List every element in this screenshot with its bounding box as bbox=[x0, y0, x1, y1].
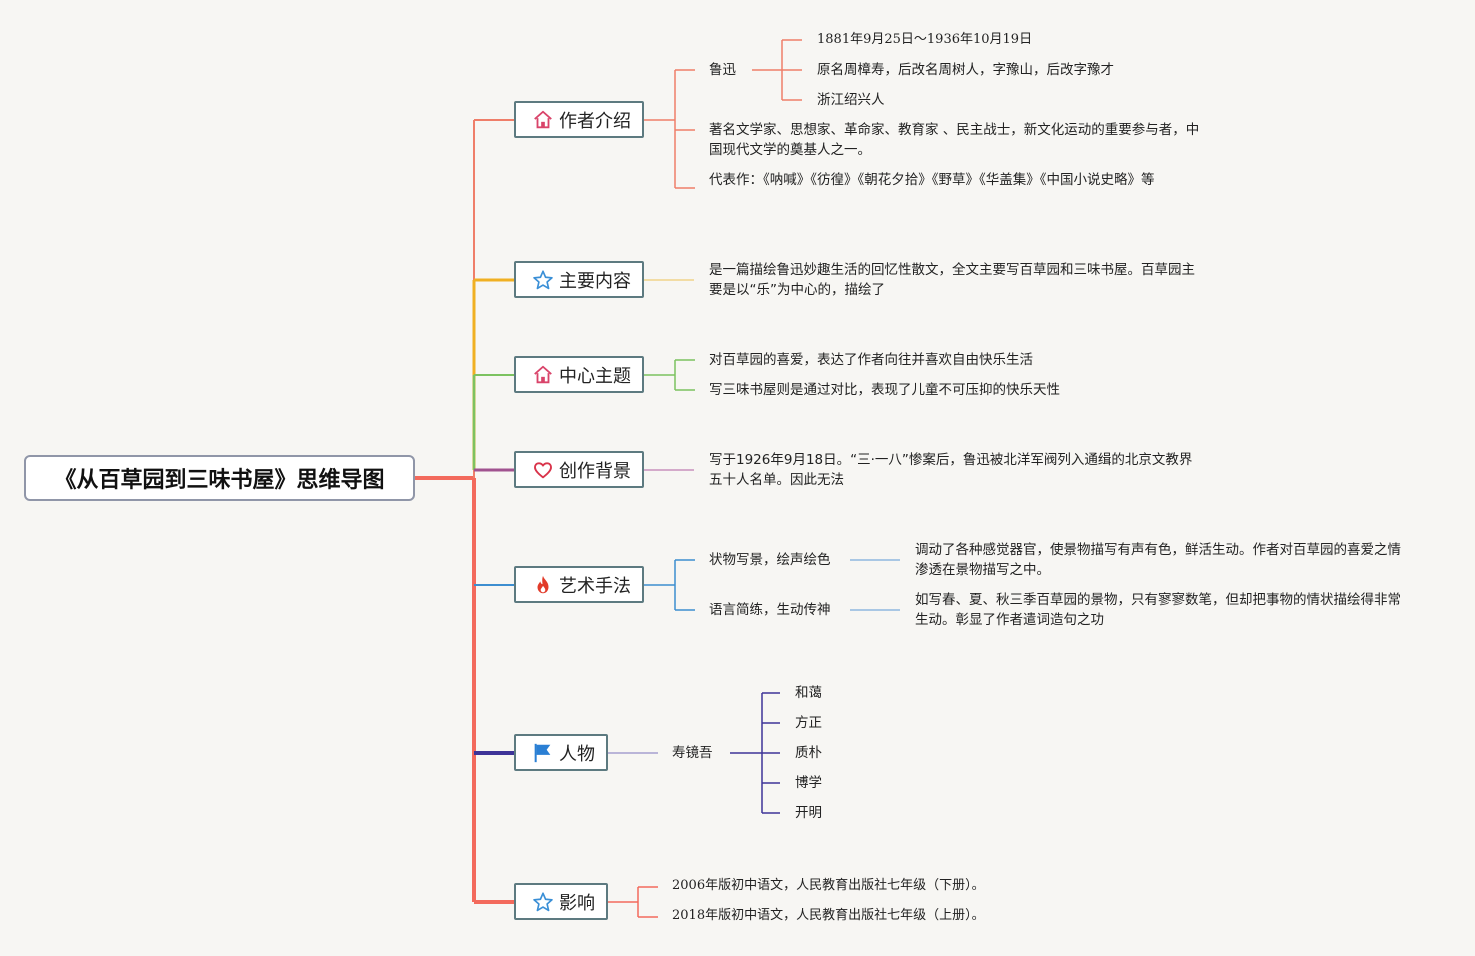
people-trait-4[interactable]: 博学 bbox=[795, 775, 822, 791]
people-trait-2[interactable]: 方正 bbox=[795, 715, 822, 731]
people-trait-1[interactable]: 和蔼 bbox=[795, 685, 822, 701]
art-item-1-detail[interactable]: 调动了各种感觉器官，使景物描写有声有色，鲜活生动。作者对百草园的喜爱之情渗透在景… bbox=[915, 542, 1401, 578]
topic-author-label: 作者介绍 bbox=[559, 110, 631, 132]
topic-people[interactable]: 人物 bbox=[514, 734, 608, 771]
heart-icon bbox=[532, 459, 554, 481]
star-icon bbox=[532, 891, 554, 913]
author-works[interactable]: 代表作：《呐喊》《彷徨》《朝花夕拾》《野草》《华盖集》《中国小说史略》等 bbox=[709, 172, 1155, 188]
author-fact-hometown[interactable]: 浙江绍兴人 bbox=[817, 92, 885, 108]
topic-content[interactable]: 主要内容 bbox=[514, 261, 644, 298]
theme-item-2[interactable]: 写三味书屋则是通过对比，表现了儿童不可压抑的快乐天性 bbox=[709, 382, 1060, 398]
topic-author[interactable]: 作者介绍 bbox=[514, 101, 644, 138]
content-text[interactable]: 是一篇描绘鲁迅妙趣生活的回忆性散文，全文主要写百草园和三味书屋。百草园主要是以“… bbox=[709, 262, 1195, 298]
author-intro[interactable]: 著名文学家、思想家、革命家、教育家 、民主战士，新文化运动的重要参与者，中国现代… bbox=[709, 122, 1200, 158]
topic-background-label: 创作背景 bbox=[559, 460, 631, 482]
people-person[interactable]: 寿镜吾 bbox=[672, 745, 713, 761]
people-trait-3[interactable]: 质朴 bbox=[795, 745, 822, 761]
topic-theme-label: 中心主题 bbox=[559, 365, 631, 387]
art-item-2[interactable]: 语言简练，生动传神 bbox=[709, 602, 831, 618]
influence-item-2[interactable]: 2018年版初中语文，人民教育出版社七年级（上册）。 bbox=[672, 908, 985, 923]
people-trait-5[interactable]: 开明 bbox=[795, 805, 822, 821]
topic-influence-label: 影响 bbox=[559, 892, 595, 914]
star-icon bbox=[532, 269, 554, 291]
topic-content-label: 主要内容 bbox=[559, 270, 631, 292]
topic-influence[interactable]: 影响 bbox=[514, 883, 608, 920]
home-icon bbox=[532, 364, 554, 386]
influence-item-1[interactable]: 2006年版初中语文，人民教育出版社七年级（下册）。 bbox=[672, 878, 985, 893]
art-item-2-detail[interactable]: 如写春、夏、秋三季百草园的景物，只有寥寥数笔，但却把事物的情状描绘得非常生动。彰… bbox=[915, 592, 1401, 628]
background-text[interactable]: 写于1926年9月18日。“三·一八”惨案后，鲁迅被北洋军阀列入通缉的北京文教界… bbox=[709, 452, 1193, 488]
flag-icon bbox=[532, 742, 554, 764]
fire-icon bbox=[532, 574, 554, 596]
author-luxun[interactable]: 鲁迅 bbox=[709, 62, 736, 78]
topic-theme[interactable]: 中心主题 bbox=[514, 356, 644, 393]
topic-people-label: 人物 bbox=[559, 743, 595, 765]
theme-item-1[interactable]: 对百草园的喜爱，表达了作者向往并喜欢自由快乐生活 bbox=[709, 352, 1033, 368]
topic-background[interactable]: 创作背景 bbox=[514, 451, 644, 488]
topic-art-label: 艺术手法 bbox=[559, 575, 631, 597]
author-fact-names[interactable]: 原名周樟寿，后改名周树人，字豫山，后改字豫才 bbox=[817, 62, 1114, 78]
author-fact-dates[interactable]: 1881年9月25日～1936年10月19日 bbox=[817, 32, 1033, 47]
topic-art[interactable]: 艺术手法 bbox=[514, 566, 644, 603]
art-item-1[interactable]: 状物写景，绘声绘色 bbox=[709, 552, 831, 568]
root-title[interactable]: 《从百草园到三味书屋》思维导图 bbox=[24, 455, 415, 501]
home-icon bbox=[532, 109, 554, 131]
